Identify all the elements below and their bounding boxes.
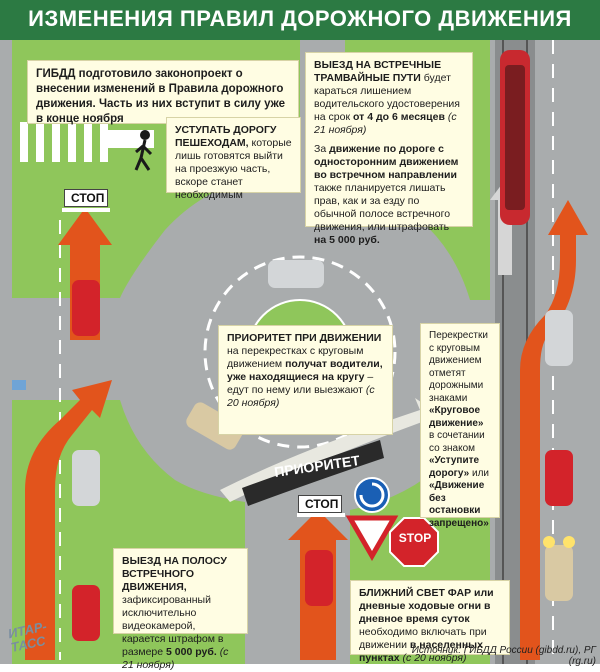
title-bar: ИЗМЕНЕНИЯ ПРАВИЛ ДОРОЖНОГО ДВИЖЕНИЯ bbox=[0, 0, 600, 40]
oncoming-heading: ВЫЕЗД НА ПОЛОСУ ВСТРЕЧНОГО ДВИЖЕНИЯ, bbox=[122, 555, 227, 593]
sign-stop-name: «Движение без остановки запрещено» bbox=[429, 480, 489, 529]
oncoming-date: (с 21 ноября) bbox=[122, 646, 229, 671]
car-left-middle bbox=[72, 450, 100, 506]
car-bottom bbox=[305, 550, 333, 606]
headlight-icon bbox=[563, 536, 575, 548]
tram-term: от 4 до 6 месяцев bbox=[353, 111, 445, 123]
road-scene: ГИБДД подготовило законопроект о внесени… bbox=[0, 40, 600, 671]
tram-note: ВЫЕЗД НА ВСТРЕЧНЫЕ ТРАМВАЙНЫЕ ПУТИ будет… bbox=[305, 52, 473, 246]
stop-line-bottom bbox=[297, 513, 345, 517]
stop-sign-text: STOP bbox=[398, 531, 432, 545]
priority-body-2: – едут по нему или выезжают bbox=[227, 371, 374, 396]
stop-label-left: СТОП bbox=[64, 189, 108, 207]
tram-date: (с 21 ноября) bbox=[314, 111, 457, 136]
car-right-lower bbox=[545, 545, 573, 601]
stop-line-left bbox=[62, 208, 110, 212]
car-roundabout-top bbox=[268, 260, 324, 288]
priority-bold: получат водители, уже находящиеся на кру… bbox=[227, 358, 383, 383]
oncoming-body: зафиксированный исключительно видеокамер… bbox=[122, 594, 224, 658]
lights-bold: или дневные ходовые огни в дневное время… bbox=[359, 587, 494, 625]
car-roundabout-left bbox=[186, 402, 244, 450]
stop-label-bottom: СТОП bbox=[298, 495, 342, 513]
tram-one-way: движение по дороге с односторонним движе… bbox=[314, 143, 459, 181]
lights-bold-2: в населенных пунктах bbox=[359, 639, 483, 664]
oncoming-fine: 5 000 руб. bbox=[166, 646, 217, 658]
tram-body-2: также планируется лишать прав, как и за … bbox=[314, 182, 451, 233]
page-title: ИЗМЕНЕНИЯ ПРАВИЛ ДОРОЖНОГО ДВИЖЕНИЯ bbox=[28, 6, 572, 31]
intro-note: ГИБДД подготовило законопроект о внесени… bbox=[27, 60, 299, 125]
tram-lane-arrow bbox=[520, 200, 588, 660]
oncoming-arrow bbox=[25, 380, 112, 660]
sign-yield-name: «Уступите дорогу» bbox=[429, 455, 480, 479]
priority-date: (с 20 ноября) bbox=[227, 384, 375, 409]
pedestrian-body: которые лишь готовятся выйти на проезжую… bbox=[175, 137, 292, 201]
car-left-upper bbox=[72, 280, 100, 336]
yield-sign bbox=[345, 515, 399, 561]
lights-heading: БЛИЖНИЙ СВЕТ ФАР bbox=[359, 587, 472, 599]
tram-lead: За bbox=[314, 143, 327, 155]
signs-body-2: в сочетании со знаком bbox=[429, 430, 485, 454]
intro-text: ГИБДД подготовило законопроект о внесени… bbox=[36, 68, 286, 125]
lights-date: (с 20 ноября) bbox=[402, 652, 467, 664]
car-right-upper bbox=[545, 310, 573, 366]
roundabout-lane-marking bbox=[203, 255, 397, 449]
signs-body: Перекрестки с круговым движением отметят… bbox=[429, 330, 488, 404]
tram-body: будет караться лишением водительского уд… bbox=[314, 72, 460, 123]
priority-body: на перекрестках с круговым движением bbox=[227, 345, 364, 370]
tram-heading: ВЫЕЗД НА ВСТРЕЧНЫЕ ТРАМВАЙНЫЕ ПУТИ bbox=[314, 59, 442, 84]
signs-body-3: или bbox=[472, 467, 490, 479]
tram-fine: на 5 000 руб. bbox=[314, 234, 380, 246]
camera-icon bbox=[12, 380, 26, 390]
pedestrian-icon bbox=[140, 130, 150, 140]
stop-sign bbox=[389, 517, 439, 567]
headlights-note: БЛИЖНИЙ СВЕТ ФАР или дневные ходовые огн… bbox=[350, 580, 510, 664]
headlight-icon bbox=[543, 536, 555, 548]
tram-return-arrow bbox=[490, 180, 520, 275]
priority-note: ПРИОРИТЕТ ПРИ ДВИЖЕНИИ на перекрестках с… bbox=[218, 325, 393, 435]
lights-body: необходимо включать при движении bbox=[359, 626, 487, 651]
oncoming-note: ВЫЕЗД НА ПОЛОСУ ВСТРЕЧНОГО ДВИЖЕНИЯ, заф… bbox=[113, 548, 248, 671]
pedestrian-note: УСТУПАТЬ ДОРОГУ ПЕШЕХОДАМ, которые лишь … bbox=[166, 117, 301, 201]
pedestrian-heading: УСТУПАТЬ ДОРОГУ ПЕШЕХОДАМ, bbox=[175, 124, 277, 149]
priority-heading: ПРИОРИТЕТ ПРИ ДВИЖЕНИИ bbox=[227, 332, 382, 344]
sign-roundabout-name: «Круговое движение» bbox=[429, 405, 484, 429]
source-credit: Источник: ГИБДД России (gibdd.ru), РГ (r… bbox=[411, 645, 596, 667]
car-left-lower bbox=[72, 585, 100, 641]
signs-note: Перекрестки с круговым движением отметят… bbox=[420, 323, 500, 529]
car-right-middle bbox=[545, 450, 573, 506]
